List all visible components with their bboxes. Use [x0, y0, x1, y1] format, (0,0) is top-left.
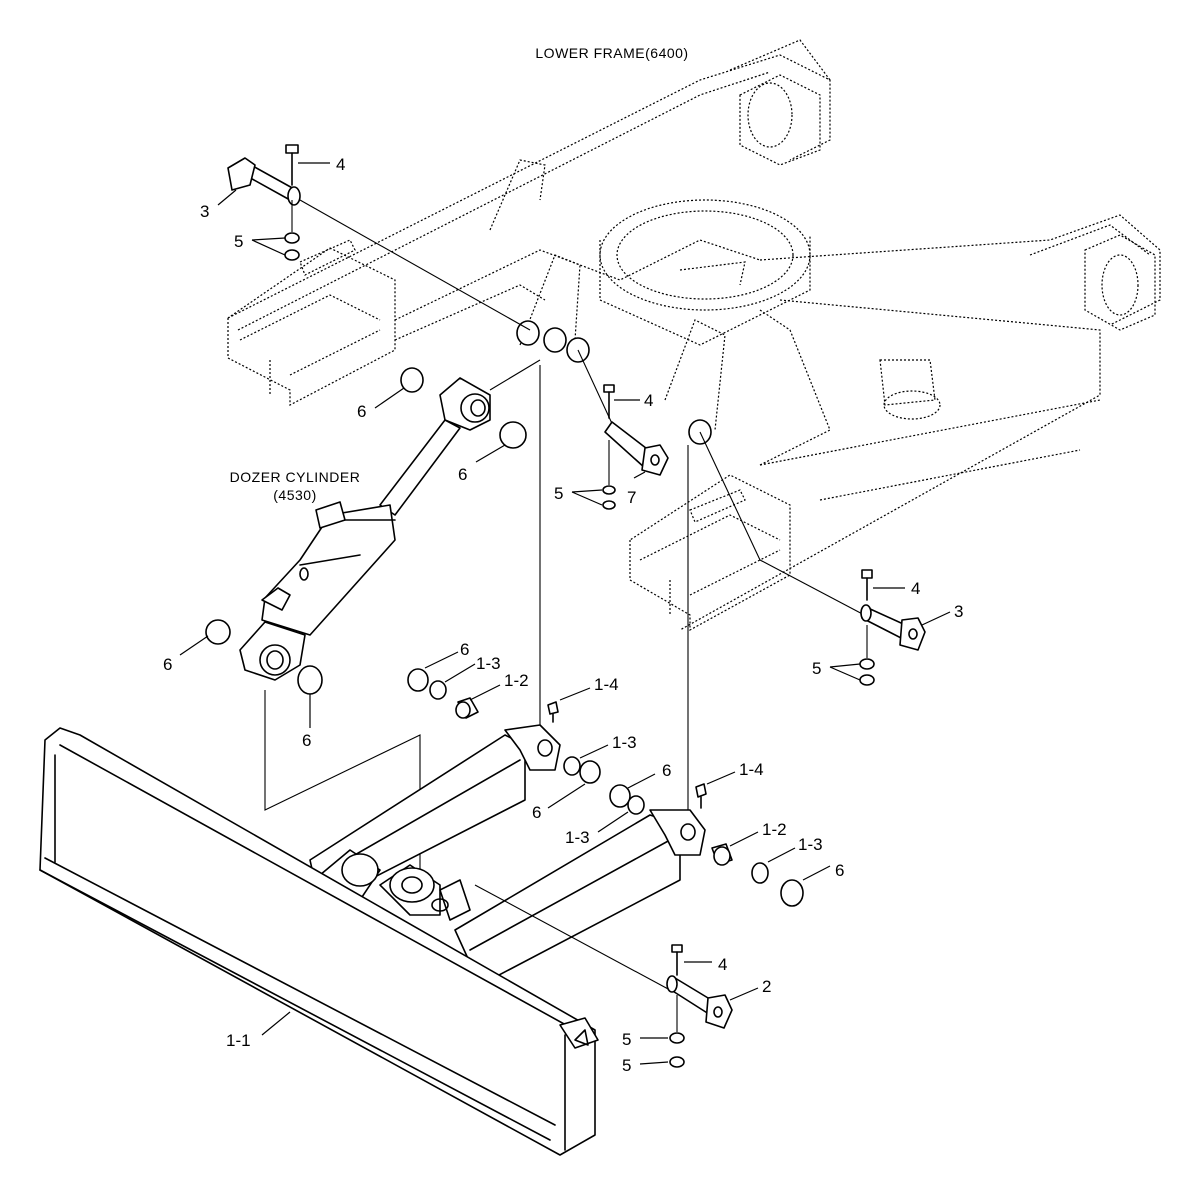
callout-6-rod-left: 6 — [357, 402, 366, 421]
callout-5-top: 5 — [234, 232, 243, 251]
callout-1-3-a: 1-3 — [476, 654, 501, 673]
callout-5-bottom-a: 5 — [622, 1030, 631, 1049]
callout-3-right: 3 — [954, 602, 963, 621]
bolt-4-mid — [603, 384, 615, 485]
dozer-cylinder — [239, 377, 491, 681]
callout-4-top: 4 — [336, 155, 345, 174]
pin-7 — [604, 421, 669, 476]
callout-1-4-b: 1-4 — [739, 760, 764, 779]
callout-6-cylinder-bottom: 6 — [302, 731, 311, 750]
pin-3-top — [227, 157, 301, 206]
callout-6-c: 6 — [662, 761, 671, 780]
seals-group-c — [711, 843, 804, 907]
nuts-5-top — [284, 232, 300, 261]
bolt-4-top — [285, 144, 299, 232]
callout-1-3-c: 1-3 — [565, 828, 590, 847]
callout-7: 7 — [627, 488, 636, 507]
callout-4-mid: 4 — [644, 391, 653, 410]
callout-1-3-b: 1-3 — [612, 733, 637, 752]
o-rings-6-cylinder — [205, 367, 527, 695]
callout-1-2-b: 1-2 — [762, 820, 787, 839]
bolt-4-bottom — [671, 944, 683, 1032]
dozer-blade — [39, 724, 706, 1156]
seals-group-a — [407, 668, 479, 719]
callout-6-rod-right: 6 — [458, 465, 467, 484]
callout-1-1: 1-1 — [226, 1031, 251, 1050]
callout-4-right: 4 — [911, 579, 920, 598]
dozer-cylinder-code: (4530) — [273, 487, 316, 503]
callout-6-a: 6 — [460, 640, 469, 659]
callout-1-2-a: 1-2 — [504, 671, 529, 690]
callout-6-d: 6 — [835, 861, 844, 880]
callout-5-bottom-b: 5 — [622, 1056, 631, 1075]
nuts-5-bottom — [669, 1032, 685, 1068]
seals-group-b — [563, 756, 645, 815]
pin-2 — [666, 975, 733, 1029]
callout-1-3-d: 1-3 — [798, 835, 823, 854]
callout-3-top: 3 — [200, 202, 209, 221]
nuts-5-mid — [602, 485, 616, 510]
dozer-cylinder-title: DOZER CYLINDER — [230, 469, 361, 485]
leader-lines — [179, 162, 951, 1065]
bolt-4-right — [861, 569, 873, 658]
nuts-5-right — [859, 658, 875, 686]
callout-2: 2 — [762, 977, 771, 996]
callout-6-cylinder-left: 6 — [163, 655, 172, 674]
lower-frame-title: LOWER FRAME(6400) — [535, 45, 688, 61]
grease-fitting-1-4-b — [695, 783, 707, 809]
pin-3-right — [860, 604, 926, 651]
grease-fitting-1-4-a — [547, 701, 559, 723]
callout-6-b: 6 — [532, 803, 541, 822]
callout-1-4-a: 1-4 — [594, 675, 619, 694]
callout-5-mid: 5 — [554, 484, 563, 503]
callout-5-right: 5 — [812, 659, 821, 678]
callout-4-bottom: 4 — [718, 955, 727, 974]
